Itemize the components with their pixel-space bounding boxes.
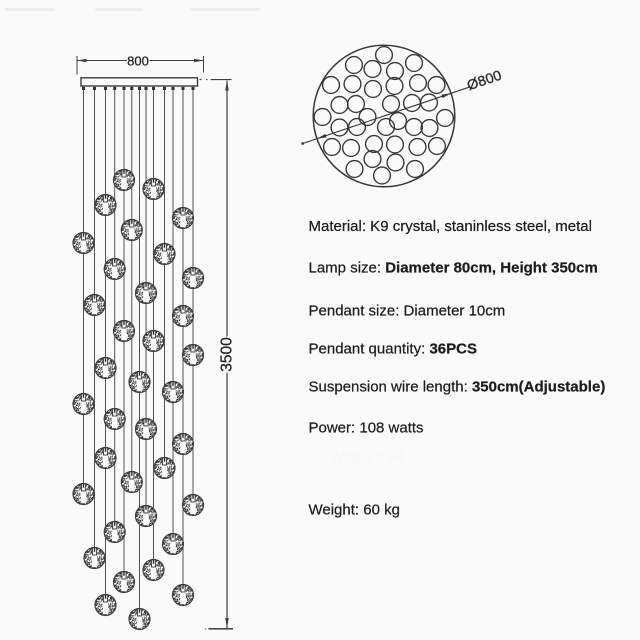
svg-text:3500: 3500 <box>219 337 236 372</box>
svg-text:Pendant size: Diameter 10cm: Pendant size: Diameter 10cm <box>309 303 506 320</box>
svg-text:Material: K9 crystal, staninle: Material: K9 crystal, staninless steel, … <box>309 218 592 235</box>
svg-text:Weight: 60 kg: Weight: 60 kg <box>309 502 400 519</box>
svg-text:Suspension wire length: 350cm(: Suspension wire length: 350cm(Adjustable… <box>309 379 606 396</box>
svg-text:800: 800 <box>127 53 149 68</box>
svg-text:Power: 108 watts: Power: 108 watts <box>309 420 424 437</box>
svg-text:W30 Y2 e4: W30 Y2 e4 <box>330 449 404 466</box>
svg-text:Pendant quantity: 36PCS: Pendant quantity: 36PCS <box>309 341 477 358</box>
svg-text:Lamp size: Diameter 80cm, Heig: Lamp size: Diameter 80cm, Height 350cm <box>309 260 598 277</box>
